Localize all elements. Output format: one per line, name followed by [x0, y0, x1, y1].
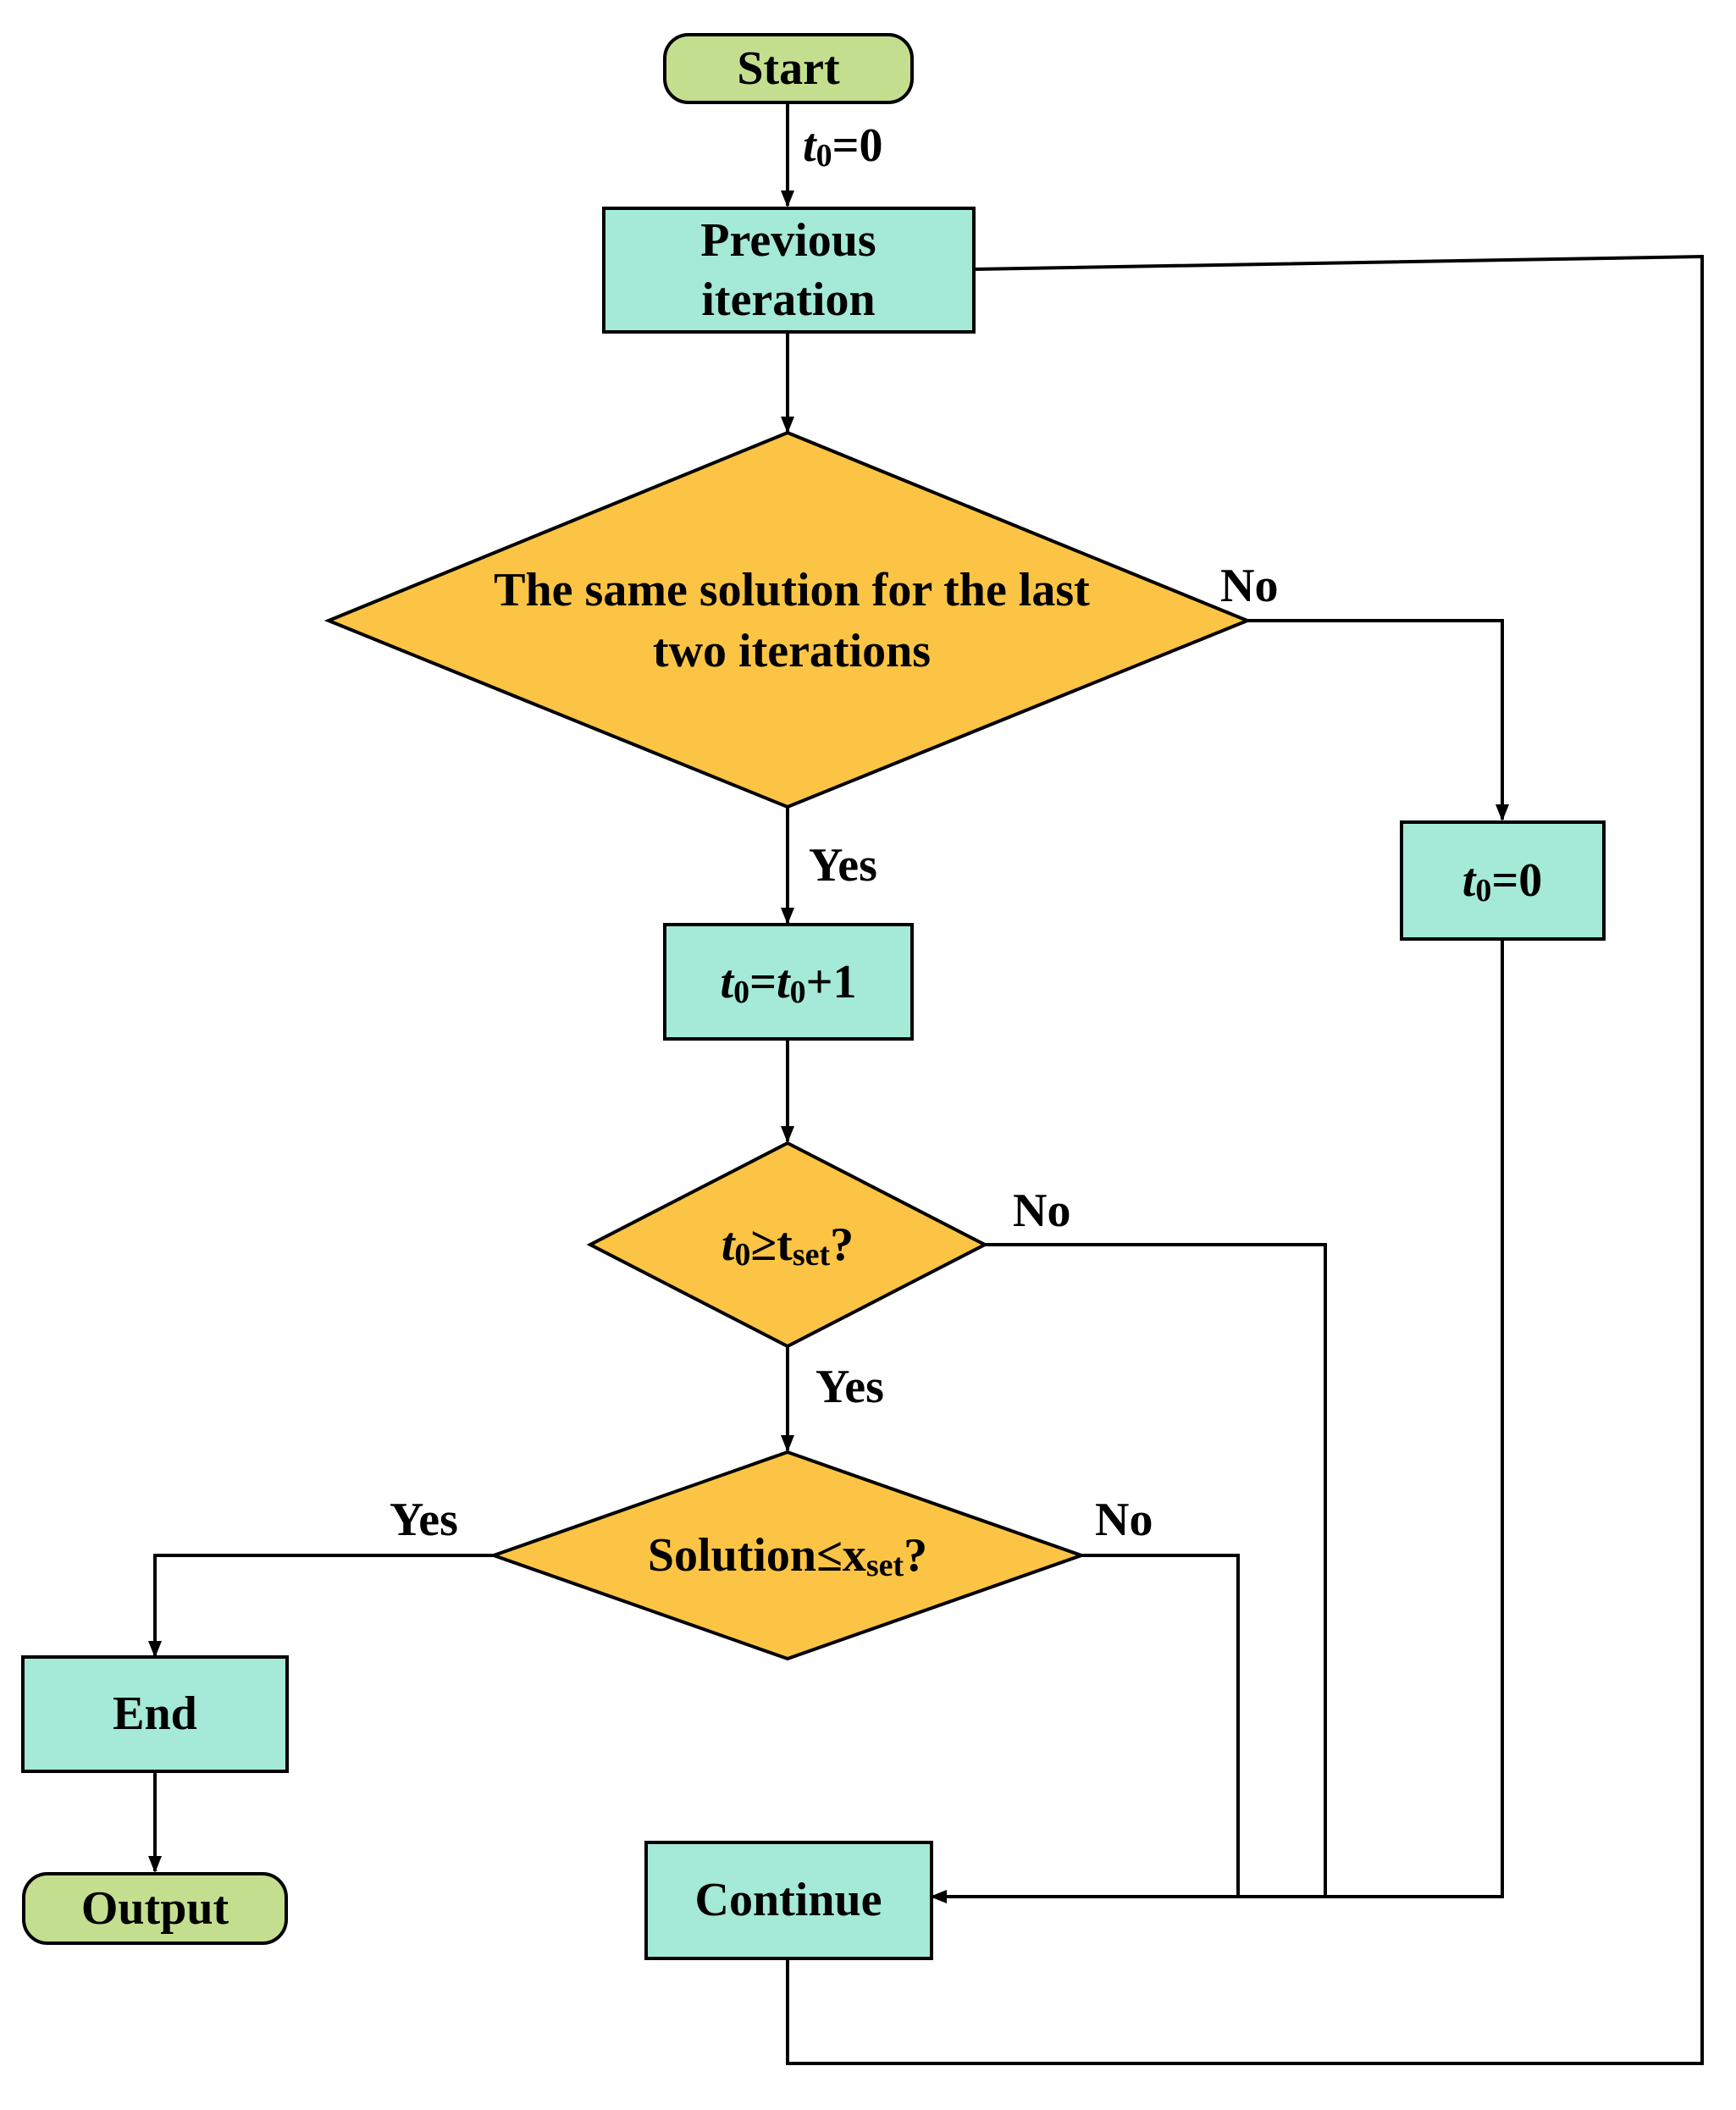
xset-decision: Solution≤xset? [488, 1450, 1087, 1661]
edge-xset-no-to-continue [1081, 1554, 1240, 1897]
edge-same-no-to-reset [1247, 619, 1509, 821]
reset-t0-label: t0=0 [1462, 854, 1542, 909]
previous-iteration-label-line-1: Previous [700, 214, 876, 267]
continue-node: Continue [644, 1841, 933, 1960]
output-node: Output [22, 1872, 288, 1945]
end-label: End [113, 1687, 197, 1740]
edge-reset-to-continue [930, 939, 1504, 1903]
same-solution-label-line-1: The same solution for the last [494, 564, 1090, 616]
same-solution-label-line-2: two iterations [653, 625, 931, 677]
start-label: Start [737, 42, 840, 95]
increment-t0-node: t0=t0+1 [663, 923, 914, 1041]
previous-iteration-label-line-2: iteration [701, 273, 875, 326]
reset-t0-node: t0=0 [1400, 820, 1606, 941]
edge-label-xset-no: No [1095, 1494, 1153, 1546]
edge-tset-no-to-continue [985, 1243, 1327, 1897]
edge-label-tset-no: No [1013, 1185, 1070, 1237]
continue-label: Continue [695, 1874, 882, 1926]
output-label: Output [81, 1882, 229, 1935]
start-node: Start [663, 33, 914, 104]
end-node: End [21, 1655, 289, 1773]
xset-label: Solution≤xset? [648, 1529, 927, 1583]
same-solution-decision: The same solution for the last two itera… [323, 430, 1252, 809]
previous-iteration-node: Previous iteration [602, 207, 976, 334]
tset-decision: t0≥tset? [586, 1141, 989, 1349]
edge-continue-loop-back [786, 254, 1704, 2065]
edge-xset-yes-to-end [148, 1554, 494, 1658]
edge-label-same-yes: Yes [809, 839, 877, 892]
increment-t0-label: t0=t0+1 [721, 956, 857, 1010]
edge-label-tset-yes: Yes [815, 1361, 884, 1413]
edge-label-init-t0: t0=0 [803, 119, 882, 174]
edge-label-xset-yes: Yes [390, 1494, 458, 1546]
tset-label: t0≥tset? [721, 1218, 854, 1273]
edge-label-same-no: No [1220, 560, 1278, 612]
